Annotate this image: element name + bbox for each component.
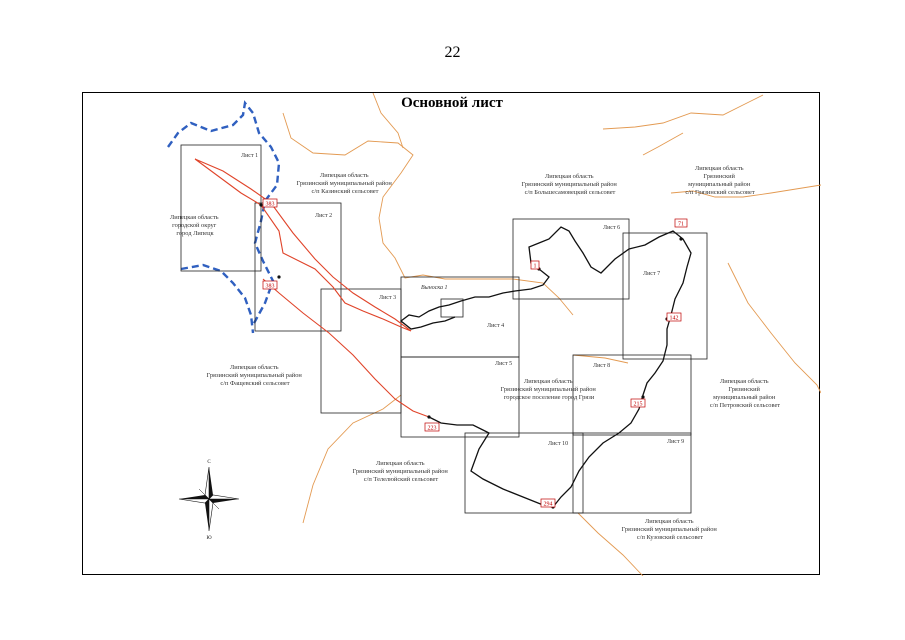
svg-text:1: 1 xyxy=(534,264,537,270)
inset-label: Выноска 1 xyxy=(421,285,448,291)
svg-text:71: 71 xyxy=(678,222,684,228)
area-label-gryazi: Липецкая область Грязинский муниципальны… xyxy=(501,378,598,401)
map-frame: Основной лист Липецкая область Грязински… xyxy=(82,92,821,576)
compass-arrow-east xyxy=(209,499,239,503)
sheet-label-10: Лист 10 xyxy=(548,441,568,447)
route-line xyxy=(194,158,412,332)
svg-text:383: 383 xyxy=(266,202,275,208)
point-marker-142: 142 xyxy=(666,312,682,322)
boundary-line xyxy=(572,354,629,364)
point-marker-1: 1 xyxy=(530,260,540,270)
svg-text:223: 223 xyxy=(428,426,437,432)
sheet-label-7: Лист 7 xyxy=(643,271,660,277)
sheet-label-9: Лист 9 xyxy=(667,439,684,445)
compass-south-label: Ю xyxy=(206,536,211,541)
boundary-line xyxy=(602,94,764,130)
sheet-frame-1 xyxy=(180,144,262,272)
point-marker-383-top: 383 xyxy=(262,198,278,208)
track-point xyxy=(277,275,281,279)
area-label-kuzovsky: Липецкая область Грязинский муниципальны… xyxy=(622,518,719,541)
track-point xyxy=(259,203,263,207)
route xyxy=(194,158,430,418)
track-point xyxy=(427,415,431,419)
sheet-frame-8 xyxy=(572,354,692,436)
area-label-kazinsky: Липецкая область Грязинский муниципальны… xyxy=(297,172,394,195)
point-markers: 383 383 1 71 142 215 xyxy=(262,198,688,508)
sheet-label-6: Лист 6 xyxy=(603,225,620,231)
area-label-petrovsky: Липецкая область Грязинский муниципальны… xyxy=(710,378,780,409)
sheet-frame-3 xyxy=(320,288,402,414)
page-number: 22 xyxy=(444,44,461,61)
sheet-frames xyxy=(180,144,708,514)
area-label-lipetsk: Липецкая область городской округ город Л… xyxy=(170,214,220,237)
point-marker-223: 223 xyxy=(424,422,440,432)
sheet-label-8: Лист 8 xyxy=(593,363,610,369)
sheet-labels: Лист 1 Лист 2 Лист 3 Лист 4 Лист 5 Лист … xyxy=(241,153,684,447)
sheet-frame-5 xyxy=(400,356,520,438)
track-line xyxy=(399,226,692,508)
point-marker-215: 215 xyxy=(630,398,646,408)
municipal-boundaries xyxy=(282,93,821,576)
boundary-line xyxy=(372,93,404,149)
compass-arrow-west xyxy=(179,495,209,499)
inset-frame xyxy=(440,298,464,318)
boundary-line xyxy=(282,112,574,316)
svg-text:215: 215 xyxy=(634,402,643,408)
sheet-frame-6 xyxy=(512,218,630,300)
track xyxy=(399,226,692,508)
point-marker-383-bottom: 383 xyxy=(262,280,278,290)
sheet-frame-7 xyxy=(622,232,708,360)
compass-arrow-north xyxy=(209,467,213,499)
svg-text:294: 294 xyxy=(544,502,553,508)
svg-text:142: 142 xyxy=(670,316,679,322)
region-border xyxy=(167,100,281,334)
area-label-gryazinsky: Липецкая область Грязинский муниципальны… xyxy=(685,165,755,196)
sheet-label-2: Лист 2 xyxy=(315,213,332,219)
sheet-frame-9 xyxy=(572,432,692,514)
map-canvas: Основной лист Липецкая область Грязински… xyxy=(167,93,821,576)
boundary-line xyxy=(727,262,821,394)
sheet-frame-10 xyxy=(464,432,584,514)
sheet-label-1: Лист 1 xyxy=(241,153,258,159)
svg-text:383: 383 xyxy=(266,284,275,290)
route-line xyxy=(262,278,430,418)
boundary-line xyxy=(642,132,684,156)
sheet-label-5: Лист 5 xyxy=(495,361,512,367)
point-marker-294: 294 xyxy=(540,498,556,508)
boundary-line xyxy=(577,512,644,576)
point-marker-71: 71 xyxy=(674,218,688,228)
area-label-telelyuysky: Липецкая область Грязинский муниципальны… xyxy=(353,460,450,483)
region-border-line xyxy=(167,100,281,326)
compass-rose: С Ю xyxy=(178,460,240,541)
sheet-label-3: Лист 3 xyxy=(379,295,396,301)
region-border-line xyxy=(180,263,255,334)
track-points xyxy=(259,203,683,509)
compass-arrow-south xyxy=(205,499,209,531)
area-label-fashchevsky: Липецкая область Грязинский муниципальны… xyxy=(207,364,304,387)
track-point xyxy=(641,395,645,399)
area-labels: Липецкая область Грязинский муниципальны… xyxy=(170,165,780,541)
sheet-label-4: Лист 4 xyxy=(487,323,504,329)
track-point xyxy=(679,237,683,241)
boundary-line xyxy=(670,184,821,198)
map-title: Основной лист xyxy=(401,95,503,111)
sheet-frame-2 xyxy=(254,202,342,332)
area-label-bolshesamovetsky: Липецкая область Грязинский муниципальны… xyxy=(522,173,619,196)
compass-north-label: С xyxy=(207,460,211,465)
boundary-line xyxy=(302,394,402,524)
